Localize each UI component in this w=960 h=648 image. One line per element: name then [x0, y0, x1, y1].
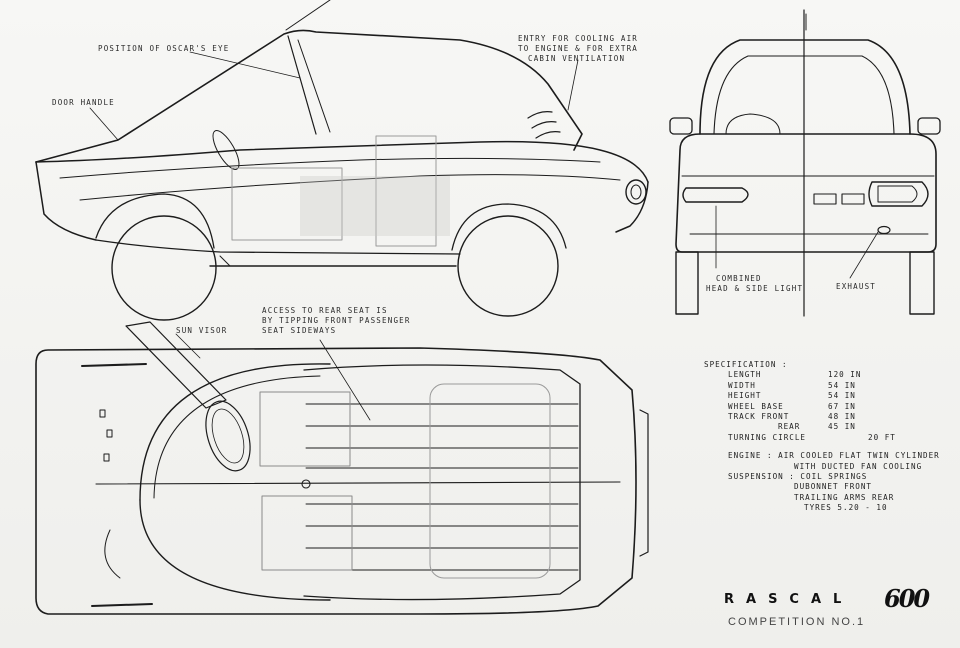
spec-row: WIDTH 54 in	[704, 381, 940, 391]
spec-row: WHEEL BASE 67 in	[704, 402, 940, 412]
annotation-oscar-eye: POSITION OF OSCAR'S EYE	[98, 44, 230, 53]
spec-suspension-line: TRAILING ARMS REAR	[794, 492, 895, 502]
spec-label: HEIGHT	[728, 391, 762, 401]
annotation-cooling-air-1: ENTRY FOR COOLING AIR	[518, 34, 639, 43]
annotation-exhaust: EXHAUST	[836, 282, 877, 291]
spec-tyres: TYRES 5.20 - 10	[804, 503, 888, 513]
spec-value: 48 in	[828, 412, 856, 422]
annotation-rear-seat-1: ACCESS TO REAR SEAT IS	[262, 306, 388, 315]
annotation-head-light-2: HEAD & SIDE LIGHT	[706, 284, 804, 293]
spec-engine-line: ENGINE : AIR COOLED FLAT TWIN CYLINDER	[728, 451, 940, 461]
spec-suspension-line: SUSPENSION : COIL SPRINGS	[728, 472, 868, 482]
side-view	[35, 0, 649, 321]
spec-label: WHEEL BASE	[728, 401, 784, 411]
title-model-number: 600	[884, 584, 930, 613]
spec-row: TRACK FRONT 48 in	[704, 412, 940, 422]
spec-row: REAR 45 in	[704, 422, 940, 432]
front-rear-view	[669, 9, 941, 317]
annotation-door-handle: DOOR HANDLE	[52, 98, 115, 107]
spec-title: SPECIFICATION :	[704, 360, 788, 369]
spec-value: 67 in	[828, 401, 856, 411]
title-competition: COMPETITION NO.1	[728, 616, 866, 628]
spec-row: LENGTH 120 in	[704, 370, 940, 380]
specification-block: SPECIFICATION : LENGTH 120 in WIDTH 54 i…	[704, 360, 940, 514]
spec-suspension-line: DUBONNET FRONT	[794, 482, 873, 492]
spec-label: REAR	[778, 422, 801, 432]
spec-engine-line: WITH DUCTED FAN COOLING	[794, 461, 923, 471]
spec-label: TRACK FRONT	[728, 412, 790, 422]
spec-value: 120 in	[828, 370, 862, 380]
annotation-rear-seat-2: BY TIPPING FRONT PASSENGER	[262, 316, 411, 325]
annotation-cooling-air-2: TO ENGINE & FOR EXTRA	[518, 44, 639, 53]
spec-value: 54 in	[828, 391, 856, 401]
annotation-sun-visor: SUN VISOR	[176, 326, 228, 335]
spec-row: TURNING CIRCLE 20 FT	[704, 433, 940, 443]
spec-label: TURNING CIRCLE	[728, 432, 807, 442]
spec-label: WIDTH	[728, 380, 756, 390]
spec-value: 54 in	[828, 380, 856, 390]
plan-view	[35, 321, 649, 615]
annotation-head-light-1: COMBINED	[716, 274, 762, 283]
spec-value: 20 FT	[868, 432, 896, 442]
spec-label: LENGTH	[728, 370, 762, 380]
annotation-rear-seat-3: SEAT SIDEWAYS	[262, 326, 337, 335]
spec-value: 45 in	[828, 422, 856, 432]
spec-row: HEIGHT 54 in	[704, 391, 940, 401]
annotation-cooling-air-3: CABIN VENTILATION	[528, 54, 626, 63]
title-rascal: RASCAL	[724, 592, 854, 607]
